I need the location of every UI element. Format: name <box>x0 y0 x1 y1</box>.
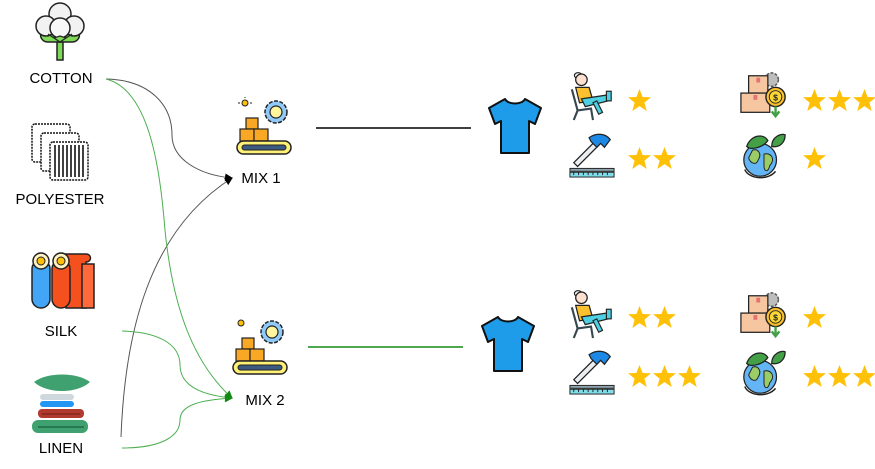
rating-mix1-durability <box>627 146 677 171</box>
rating-mix2-durability <box>627 364 702 389</box>
silk-rolls-icon <box>31 252 95 309</box>
star-icon <box>853 89 875 111</box>
star-icon <box>628 306 651 328</box>
conveyor-factory-icon <box>236 97 292 155</box>
star-icon <box>628 147 651 169</box>
material-label-linen: LINEN <box>38 440 84 457</box>
star-icon <box>803 365 826 387</box>
star-icon <box>803 147 826 169</box>
link-cotton-mix2 <box>105 78 233 399</box>
star-icon <box>653 365 676 387</box>
hammer-ruler-icon <box>568 347 616 400</box>
star-icon <box>678 365 701 387</box>
hammer-ruler-icon <box>568 130 616 183</box>
relaxing-person-chair-icon <box>568 72 616 127</box>
star-icon <box>803 306 826 328</box>
polyester-fabric-icon <box>31 123 89 181</box>
tshirt-icon <box>488 98 542 154</box>
rating-mix2-comfort <box>627 305 677 330</box>
rating-mix1-comfort <box>627 88 652 113</box>
rating-mix1-sustainability <box>802 146 827 171</box>
mix-label-1: MIX 1 <box>241 170 281 187</box>
svg-text:$: $ <box>773 92 778 102</box>
mix-label-2: MIX 2 <box>245 392 285 409</box>
conveyor-factory-icon <box>232 319 288 375</box>
star-icon <box>828 365 851 387</box>
star-icon <box>803 89 826 111</box>
star-icon <box>828 89 851 111</box>
link-cotton-mix1 <box>105 78 233 182</box>
boxes-coin-cost-icon: $ <box>739 70 789 125</box>
earth-leaves-icon <box>739 131 789 186</box>
star-icon <box>628 365 651 387</box>
rating-mix1-cost <box>802 88 875 113</box>
rating-mix2-cost <box>802 305 827 330</box>
star-icon <box>653 147 676 169</box>
relaxing-person-chair-icon <box>568 290 616 345</box>
rating-mix2-sustainability <box>802 364 875 389</box>
linen-stack-icon <box>32 374 90 433</box>
svg-text:$: $ <box>773 312 778 322</box>
material-label-polyester: POLYESTER <box>15 191 105 208</box>
material-label-cotton: COTTON <box>29 70 93 87</box>
material-label-silk: SILK <box>44 323 78 340</box>
link-linen-mix1 <box>120 177 233 438</box>
link-silk-mix2 <box>121 330 233 402</box>
star-icon <box>853 365 875 387</box>
star-icon <box>653 306 676 328</box>
link-linen-mix2 <box>121 394 233 449</box>
earth-leaves-icon <box>739 348 789 403</box>
tshirt-icon <box>481 316 535 372</box>
star-icon <box>628 89 651 111</box>
boxes-coin-cost-icon: $ <box>739 290 789 345</box>
cotton-icon <box>35 2 85 61</box>
